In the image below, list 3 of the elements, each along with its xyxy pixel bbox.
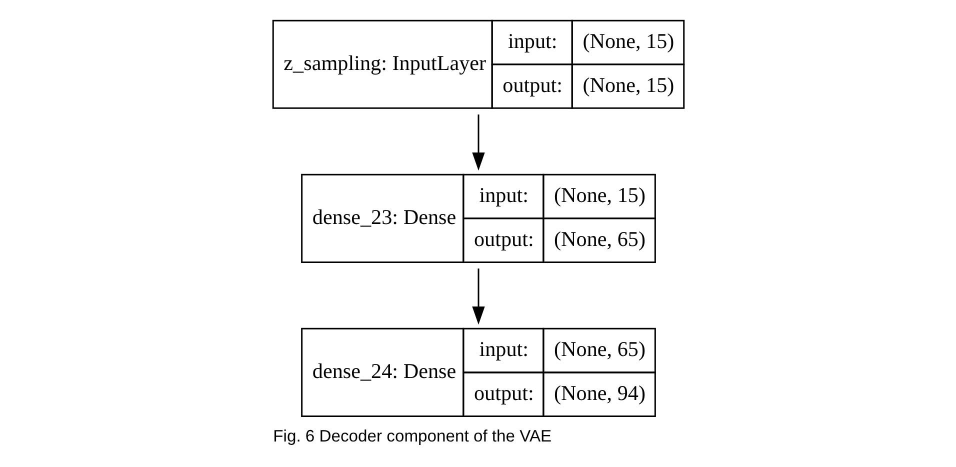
- arrow: [472, 268, 484, 325]
- arrow: [472, 114, 484, 171]
- caption: Fig. 6 Decoder component of the VAE: [272, 426, 552, 446]
